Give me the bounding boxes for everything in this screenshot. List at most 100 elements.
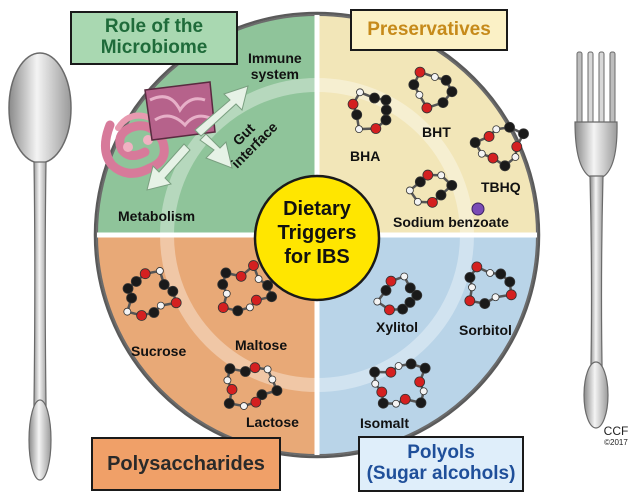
sorbitol-label: Sorbitol [459, 322, 512, 338]
sodium-atom [471, 202, 485, 216]
molecule-atom [435, 189, 447, 201]
molecule-atom [217, 278, 229, 290]
molecule-atom [123, 307, 132, 316]
molecule-atom [224, 363, 236, 375]
molecule-atom [351, 109, 363, 121]
sucrose-label: Sucrose [131, 343, 187, 359]
polyols-title-box: Polyols (Sugar alcohols) [358, 436, 524, 492]
molecule-atom [355, 125, 363, 134]
molecule-atom [419, 387, 428, 396]
microbiome-title-box: Role of the Microbiome [70, 11, 238, 65]
molecule-atom [377, 397, 389, 409]
bha-label: BHA [350, 148, 381, 164]
microbiome-tissue-icon [144, 81, 216, 141]
isomalt-molecule [369, 358, 431, 409]
molecule-atom [486, 269, 494, 277]
molecule-atom [220, 267, 232, 279]
molecule-atom [504, 276, 516, 288]
molecule-atom [427, 196, 438, 208]
polysaccharides-title-box: Polysaccharides [91, 437, 281, 491]
gut-interaction-arrows [146, 85, 249, 191]
molecule-atom [479, 298, 491, 309]
molecule-atom [411, 289, 423, 301]
molecule-atom [250, 396, 262, 408]
molecule-atom [266, 291, 278, 303]
sodium-benzoate-label: Sodium benzoate [393, 214, 509, 230]
molecule-atom [414, 176, 426, 188]
molecule-atom [464, 271, 476, 283]
xylitol-label: Xylitol [376, 319, 419, 335]
bha-molecule [347, 88, 392, 134]
polyols-title-line2: (Sugar alcohols) [366, 463, 516, 484]
molecule-atom [155, 267, 164, 275]
molecule-illustrations [122, 66, 529, 410]
molecule-atom [139, 268, 151, 280]
molecule-atom [405, 358, 417, 370]
molecule-atom [222, 289, 231, 298]
molecule-atom [347, 98, 359, 110]
polyols-title-line1: Polyols [407, 442, 475, 464]
molecule-atom [437, 171, 446, 180]
molecule-atom [156, 301, 165, 310]
bht-molecule [408, 66, 458, 114]
molecule-atom [249, 362, 261, 374]
molecule-atom [369, 92, 380, 104]
molecule-atom [248, 260, 259, 271]
molecule-atom [511, 153, 520, 161]
molecule-atom [268, 375, 277, 384]
tbhq-label: TBHQ [481, 179, 521, 195]
molecule-atom [499, 160, 511, 172]
molecule-atom [148, 307, 160, 318]
molecule-atom [414, 66, 426, 78]
molecule-atom [376, 386, 388, 398]
sodium-benzoate-molecule [405, 169, 458, 208]
molecule-atom [167, 285, 179, 297]
immune-system-label: Immune system [248, 50, 302, 82]
molecule-atom [223, 398, 235, 409]
molecule-atom [504, 121, 515, 133]
immune-line2: system [250, 66, 299, 82]
molecule-atom [394, 362, 403, 370]
polysaccharides-title: Polysaccharides [107, 453, 265, 475]
molecule-atom [471, 261, 483, 273]
molecule-atom [446, 86, 458, 98]
molecule-atom [421, 102, 433, 114]
molecule-atom [246, 303, 254, 312]
molecule-atom [415, 397, 427, 409]
preservatives-title-box: Preservatives [350, 9, 508, 51]
molecule-atom [430, 73, 439, 81]
molecule-atom [235, 270, 247, 282]
molecule-atom [414, 376, 426, 388]
molecule-atom [380, 104, 392, 116]
immune-line1: Immune [248, 50, 302, 66]
intestine-icon [101, 112, 169, 178]
molecule-atom [477, 149, 486, 158]
preservatives-title: Preservatives [367, 18, 491, 40]
molecule-atom [495, 268, 507, 280]
molecule-atom [136, 310, 148, 321]
center-line3: for IBS [284, 246, 350, 268]
center-label: Dietary Triggers for IBS [255, 197, 379, 269]
molecule-atom [487, 152, 499, 164]
molecule-atom [385, 366, 397, 378]
molecule-atom [232, 305, 244, 317]
credit-line2: ©2017 [604, 438, 628, 447]
molecule-atom [446, 179, 458, 191]
molecule-atom [505, 289, 517, 301]
molecule-atom [483, 131, 495, 142]
molecule-atom [370, 123, 382, 134]
credit: CCF ©2017 [596, 424, 636, 447]
maltose-label: Maltose [235, 337, 288, 353]
molecule-atom [437, 97, 449, 108]
molecule-atom [385, 275, 397, 287]
sorbitol-molecule [464, 261, 517, 309]
maltose-molecule [217, 260, 278, 317]
lactose-label: Lactose [246, 414, 299, 430]
molecule-atom [356, 88, 364, 97]
molecule-atom [492, 125, 501, 134]
molecule-atom [262, 279, 274, 291]
molecule-atom [491, 293, 500, 302]
molecule-atom [263, 365, 272, 374]
sucrose-molecule [122, 267, 182, 321]
